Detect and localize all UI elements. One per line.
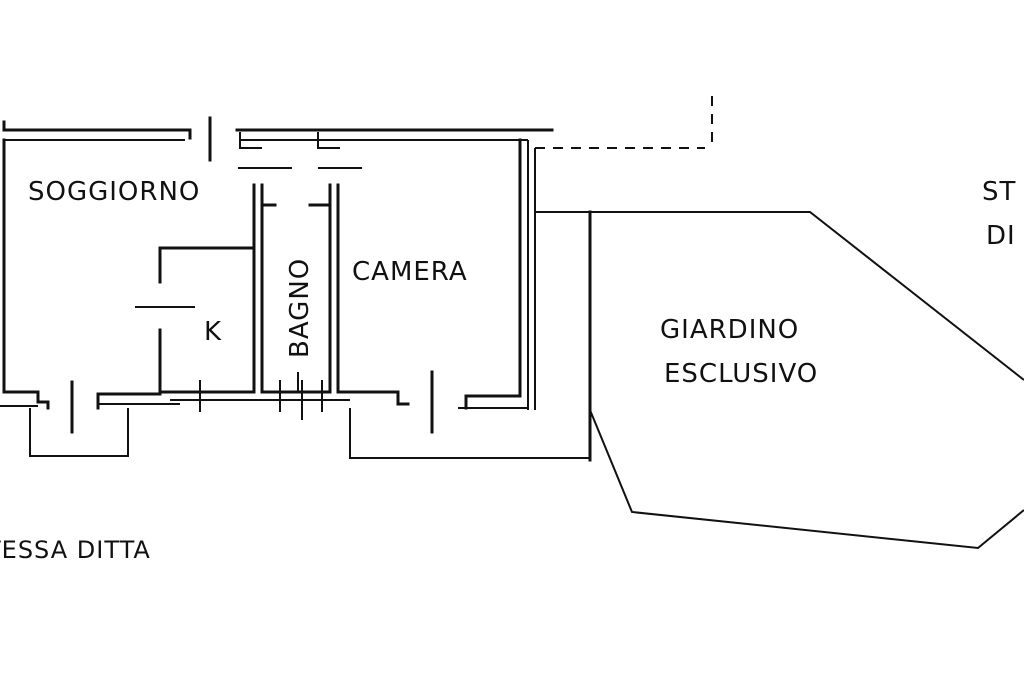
room-label-bagno: BAGNO — [285, 258, 315, 358]
adjacent-label-right-line2: DI — [986, 221, 1016, 251]
room-label-soggiorno: SOGGIORNO — [28, 177, 200, 207]
outer-walls — [2, 96, 713, 410]
garden-outline — [535, 210, 1024, 550]
bottom-walls — [0, 370, 590, 459]
kitchen-walls — [135, 246, 256, 394]
room-label-camera: CAMERA — [352, 257, 468, 287]
adjacent-label-bottom-left: TESSA DITTA — [0, 536, 151, 564]
garden-label-line1: GIARDINO — [660, 315, 799, 345]
bathroom-walls — [238, 167, 362, 394]
adjacent-label-right-line1: ST — [982, 177, 1016, 207]
room-label-kitchen: K — [204, 317, 222, 347]
garden-label-line2: ESCLUSIVO — [664, 359, 818, 389]
